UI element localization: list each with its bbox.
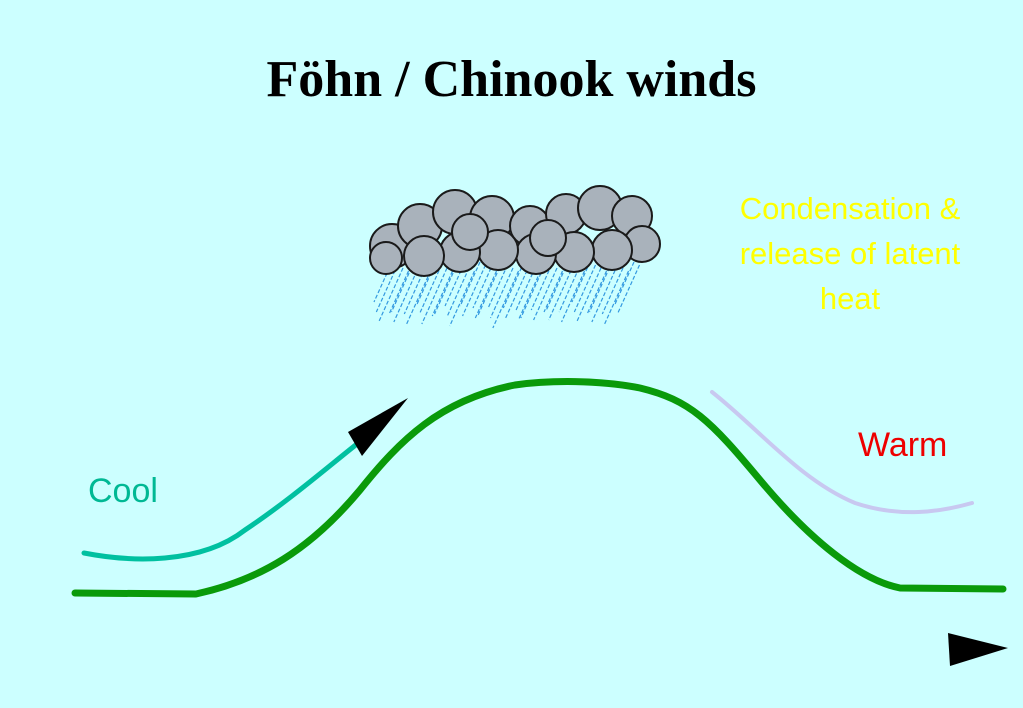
rain-streak [431, 270, 454, 317]
warm-label: Warm [858, 426, 948, 464]
latent-heat-label-line: heat [819, 281, 881, 316]
rain-streak [393, 264, 421, 323]
rain-streak [520, 261, 547, 319]
rain-streak [573, 264, 597, 313]
rain-streak [487, 264, 509, 309]
rain-streak [616, 264, 641, 315]
rain-streak [474, 270, 498, 319]
rain-streak [571, 261, 591, 303]
warm-air-flow [710, 390, 974, 515]
rain-streak [421, 267, 448, 325]
arrowhead-icon [348, 398, 408, 456]
cool-label: Cool [88, 472, 158, 510]
rain-streak [576, 267, 602, 323]
rain-streak [388, 270, 410, 315]
rain-streak [418, 264, 443, 315]
cloud-puff [403, 235, 445, 277]
rain-streak [449, 270, 476, 327]
latent-heat-label-line: release of latent [739, 236, 961, 271]
rain-streak [591, 264, 619, 323]
rain-streak [462, 264, 487, 317]
cloud-puff [591, 229, 633, 271]
rain-streak [505, 264, 531, 319]
rain-streak [517, 270, 542, 321]
rain-streak [604, 270, 630, 325]
rain-cloud-icon [369, 185, 661, 277]
cool-air-flow [81, 437, 365, 562]
rain-streak [601, 267, 624, 315]
rain-streak [533, 267, 558, 321]
rain-streak [472, 267, 492, 309]
rain-streak [477, 261, 503, 317]
mountain-profile [71, 378, 1007, 598]
rain-streak [406, 270, 432, 325]
rain-streak [561, 270, 586, 323]
rain-streak [548, 264, 575, 321]
cloud-puff [529, 219, 567, 257]
diagram-title: Föhn / Chinook winds [266, 51, 757, 108]
rain-streak [515, 267, 536, 311]
cloud-puff [369, 241, 403, 275]
rain-streak [614, 261, 635, 305]
rain-streak [459, 261, 481, 307]
rain-streak [543, 270, 564, 313]
rain-streak [586, 270, 608, 315]
rain-streak [489, 267, 514, 319]
latent-heat-label-line: Condensation & [739, 191, 961, 226]
rain-streak [530, 264, 553, 311]
rain-streak [492, 270, 520, 329]
rain-streak [558, 267, 580, 313]
latent-heat-label: Condensation & release of latent heat [710, 186, 990, 321]
rain-streak [502, 261, 525, 309]
rain-streak [446, 267, 470, 317]
arrowhead-icon [948, 633, 1008, 666]
rain-streak [378, 267, 404, 323]
cloud-puff [451, 213, 489, 251]
